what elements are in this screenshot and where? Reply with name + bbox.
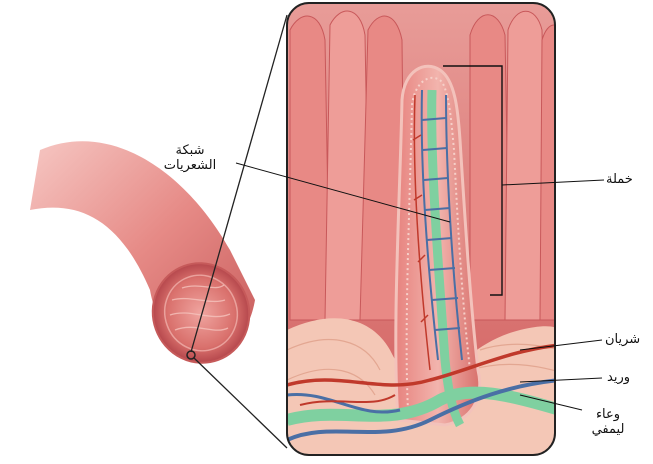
label-lymph-vessel: وعاء ليمفي bbox=[583, 407, 633, 437]
label-lymph-line1: وعاء bbox=[583, 407, 633, 422]
intestine-tube bbox=[30, 141, 263, 376]
label-capillary-line2: الشعريات bbox=[150, 158, 230, 173]
label-artery: شريان bbox=[605, 332, 640, 347]
label-lymph-line2: ليمفي bbox=[583, 422, 633, 437]
zoom-line-bottom bbox=[194, 358, 287, 448]
label-villus: خملة bbox=[606, 172, 633, 187]
magnified-panel bbox=[287, 3, 565, 460]
label-capillary-network: شبكة الشعريات bbox=[150, 143, 230, 173]
label-capillary-line1: شبكة bbox=[150, 143, 230, 158]
label-vein: وريد bbox=[607, 370, 630, 385]
